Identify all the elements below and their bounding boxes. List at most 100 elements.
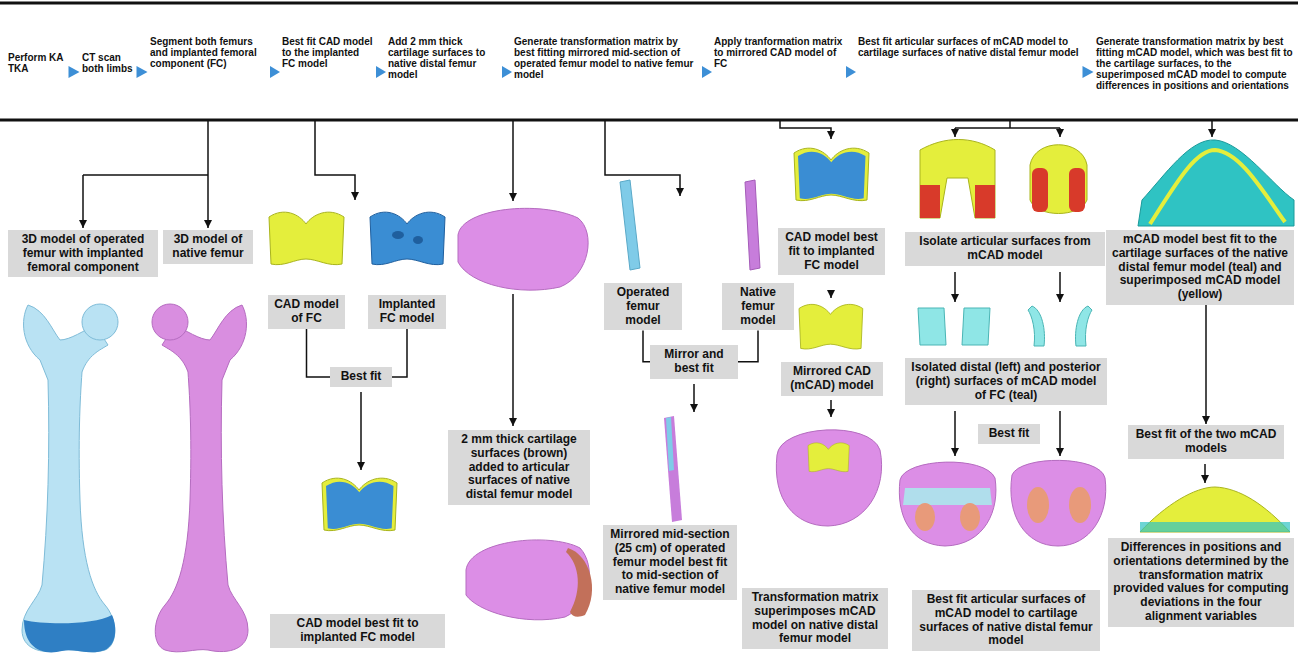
illustration-part (155, 305, 248, 652)
illustration-part (915, 503, 935, 531)
illustration-part (1076, 306, 1093, 346)
illustration-part (960, 503, 980, 531)
illustration-part (370, 212, 445, 265)
label-text: CAD model best fit to implanted FC model (275, 617, 440, 645)
illustration-part (82, 304, 118, 340)
connector (270, 66, 280, 78)
step-text: Generate transformation matrix by best f… (1096, 36, 1294, 91)
illustration-part (830, 400, 832, 417)
illustration-part (799, 304, 863, 349)
label-text: Transformation matrix superimposes mCAD … (747, 591, 883, 646)
illustration-part (1059, 411, 1061, 456)
label-text: Operated femur model (609, 286, 677, 327)
label-box: Mirrored CAD (mCAD) model (781, 362, 883, 396)
step-label: Generate transformation matrix by best f… (1096, 36, 1294, 91)
step-text: Best fit articular surfaces of mCAD mode… (858, 36, 1080, 58)
label-box: Best fit of the two mCAD models (1128, 425, 1284, 459)
step-label: Perform KA TKA (8, 52, 66, 74)
step-text: Perform KA TKA (8, 52, 66, 74)
illustration-part (512, 294, 514, 426)
label-box: 2 mm thick cartilage surfaces (brown) ad… (448, 430, 590, 505)
label-box: Differences in positions and orientation… (1108, 538, 1294, 627)
step-label: Best fit articular surfaces of mCAD mode… (858, 36, 1080, 58)
illustration-part (152, 304, 188, 340)
illustration-part (83, 174, 208, 176)
illustration-part (1069, 487, 1091, 523)
label-box: Isolated distal (left) and posterior (ri… (905, 358, 1107, 405)
illustration-part (22, 305, 115, 652)
label-text: Differences in positions and orientation… (1113, 541, 1289, 624)
connector (392, 329, 407, 377)
illustration-part (82, 175, 84, 228)
illustration-part (1028, 306, 1045, 346)
illustration-part (413, 236, 423, 244)
label-box: 3D model of operated femur with implante… (8, 230, 158, 277)
step-label: Generate transformation matrix by best f… (514, 36, 700, 80)
connector (376, 66, 386, 78)
illustration-part (745, 180, 760, 270)
label-box: Transformation matrix superimposes mCAD … (742, 588, 888, 649)
illustration-part (1140, 487, 1290, 532)
illustration-part (322, 478, 397, 531)
illustration-part (903, 488, 992, 505)
label-box: Mirror and best fit (650, 345, 738, 379)
illustration-part (315, 121, 355, 200)
connector (137, 66, 148, 78)
label-text: Native femur model (727, 286, 789, 327)
label-box: Best fit (978, 424, 1040, 444)
illustration-part (1009, 121, 1011, 128)
label-box: Best fit (330, 367, 392, 387)
label-text: Isolate articular surfaces from mCAD mod… (910, 235, 1100, 263)
illustration-part (1011, 460, 1106, 546)
step-text: Add 2 mm thick cartilage surfaces to nat… (388, 36, 500, 80)
label-text: CAD model best fit to implanted FC model (783, 231, 880, 272)
label-text: Implanted FC model (373, 298, 441, 326)
label-text: mCAD model best fit to the cartilage sur… (1111, 233, 1289, 302)
illustration-part (1204, 464, 1206, 483)
illustration-part (808, 443, 849, 472)
connector (502, 66, 512, 78)
step-label: Segment both femurs and implanted femora… (150, 36, 268, 69)
illustration-part (24, 615, 115, 652)
illustration-part (269, 212, 344, 265)
illustration-part (620, 180, 640, 270)
connector (846, 66, 856, 78)
illustration-part (975, 185, 995, 218)
connector (643, 330, 650, 361)
label-box: CAD model best fit to implanted FC model (270, 614, 445, 648)
illustration-part (954, 272, 956, 302)
step-label: Apply tranformation matrix to mirrored C… (714, 36, 844, 69)
leader-lines (83, 121, 1212, 483)
illustration-part (1059, 272, 1061, 302)
illustration-part (1069, 168, 1085, 212)
illustration-part (605, 121, 680, 196)
label-text: Best fit (983, 427, 1035, 441)
illustration-part (666, 417, 674, 471)
connector (307, 329, 331, 377)
illustration-part (899, 462, 996, 546)
illustration-part (1211, 121, 1213, 137)
illustration-part (207, 175, 209, 228)
connector (1083, 66, 1094, 78)
illustration-part (1027, 487, 1049, 523)
illustration-part (954, 411, 956, 456)
step-text: CT scan both limbs (82, 52, 134, 74)
step-text: Generate transformation matrix by best f… (514, 36, 700, 80)
illustration-part (830, 291, 832, 298)
step-label: CT scan both limbs (82, 52, 134, 74)
illustration-part (566, 548, 592, 617)
illustration-part (954, 128, 956, 137)
step-text: Segment both femurs and implanted femora… (150, 36, 268, 69)
illustration-part (962, 308, 990, 345)
illustration-part (920, 185, 940, 218)
step-label: Best fit CAD model to the implanted FC m… (282, 36, 374, 69)
label-box: Operated femur model (604, 283, 682, 330)
label-text: Mirrored CAD (mCAD) model (786, 365, 878, 393)
label-box: Isolate articular surfaces from mCAD mod… (905, 232, 1105, 266)
connector (738, 330, 758, 361)
label-box: Native femur model (722, 283, 794, 330)
step-text: Apply tranformation matrix to mirrored C… (714, 36, 844, 69)
label-box: CAD model of FC (268, 295, 345, 329)
illustration-part (207, 121, 209, 175)
illustration-part (512, 121, 514, 201)
